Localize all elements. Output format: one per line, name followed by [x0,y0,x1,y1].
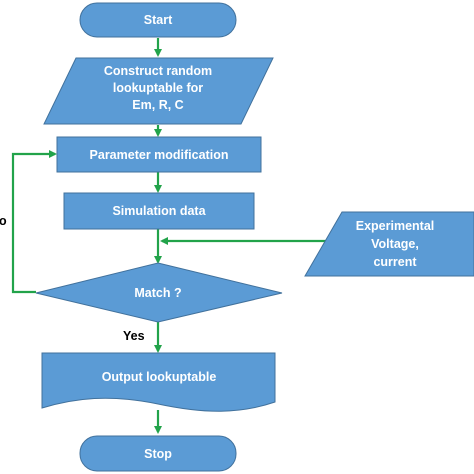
simulation-data-node: Simulation data [63,192,255,230]
match-label: Match ? [134,286,181,300]
yes-edge-label: Yes [123,329,145,343]
experimental-node: Experimental Voltage, current [304,211,474,277]
experimental-label-line2: Voltage, [371,237,419,251]
construct-label-line1: Construct random [104,64,212,78]
construct-node: Construct random lookuptable for Em, R, … [43,57,274,125]
stop-label: Stop [144,447,172,461]
no-edge-label: o [0,214,7,228]
simulation-data-label: Simulation data [112,204,206,218]
parameter-modification-node: Parameter modification [56,136,262,173]
stop-node: Stop [79,435,237,472]
construct-label-line3: Em, R, C [132,98,183,112]
output-label: Output lookuptable [102,370,217,384]
edges [11,38,326,434]
experimental-label-line3: current [373,255,417,269]
experimental-label-line1: Experimental [356,219,435,233]
edge-match-no-loop [11,150,57,294]
start-node: Start [79,2,237,38]
start-label: Start [144,13,173,27]
match-decision-node: Match ? [35,262,283,323]
output-node: Output lookuptable [41,352,276,412]
construct-label-line2: lookuptable for [113,81,203,95]
parameter-modification-label: Parameter modification [90,148,229,162]
